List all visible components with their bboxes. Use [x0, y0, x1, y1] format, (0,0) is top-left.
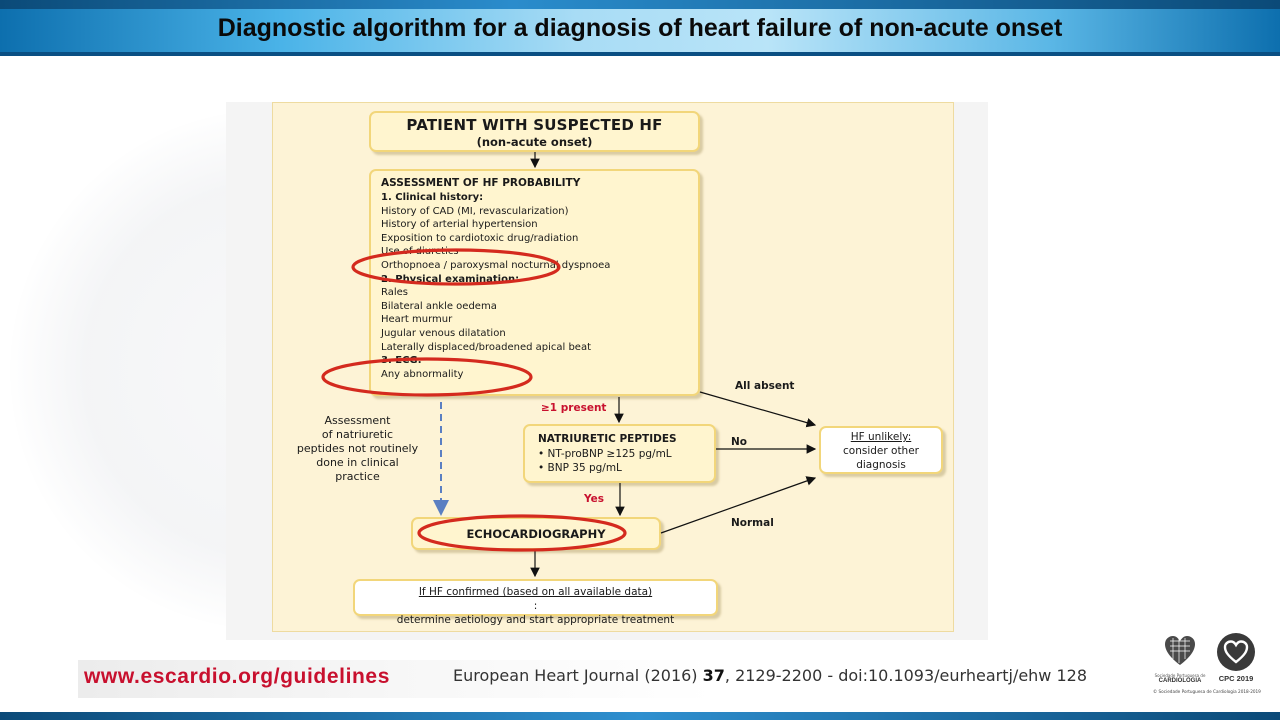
edge-label-no: No [731, 436, 748, 448]
hf-unlikely-heading: HF unlikely: [850, 431, 912, 443]
citation-suffix: , 2129-2200 - doi:10.1093/eurheartj/ehw … [724, 666, 1088, 685]
physical-exam-item: Rales [381, 287, 408, 299]
bottom-strip [0, 712, 1280, 720]
side-note-line: Assessment [324, 414, 391, 427]
edge-label-all-absent: All absent [735, 380, 795, 392]
physical-exam-item: Heart murmur [381, 314, 453, 326]
hf-confirmed-condition: If HF confirmed (based on all available … [418, 586, 653, 598]
side-note-line: of natriuretic [321, 428, 394, 441]
edge-label-normal: Normal [731, 517, 774, 529]
natriuretic-title: NATRIURETIC PEPTIDES [538, 433, 677, 445]
hf-confirmed-line1: If HF confirmed (based on all available … [355, 585, 716, 613]
title-band-stripe [0, 0, 1280, 9]
journal-citation: European Heart Journal (2016) 37, 2129-2… [453, 666, 1087, 685]
assessment-title: ASSESSMENT OF HF PROBABILITY [381, 177, 581, 189]
side-note: Assessment of natriuretic peptides not r… [285, 414, 430, 484]
side-note-line: done in clinical [316, 456, 399, 469]
side-note-line: practice [335, 470, 380, 483]
physical-exam-item: Laterally displaced/broadened apical bea… [381, 341, 592, 353]
physical-exam-item: Jugular venous dilatation [381, 327, 506, 339]
heart-grid-icon [1165, 636, 1195, 665]
clinical-history-item: History of arterial hypertension [381, 219, 538, 231]
clinical-history-item: Use of diuretics [381, 246, 459, 258]
clinical-history-item: History of CAD (MI, revascularization) [381, 205, 569, 217]
spc-logo-name: CARDIOLOGIA [1158, 678, 1202, 684]
hf-unlikely-text: diagnosis [856, 459, 906, 471]
citation-volume: 37 [702, 666, 725, 685]
physical-exam-heading: 2. Physical examination: [381, 273, 520, 285]
copyright-footnote: © Sociedade Portuguesa de Cardiologia 20… [1153, 689, 1261, 694]
hf-unlikely-text: consider other [843, 445, 919, 457]
natriuretic-item: • NT-proBNP ≥125 pg/mL [538, 448, 672, 460]
cpc-logo-name: CPC 2019 [1218, 674, 1254, 683]
natriuretic-item: • BNP 35 pg/mL [538, 462, 622, 474]
physical-exam-item: Bilateral ankle oedema [381, 300, 497, 312]
cpc-heart-icon [1217, 633, 1255, 671]
clinical-history-item: Exposition to cardiotoxic drug/radiation [381, 232, 579, 244]
ecg-heading: 3. ECG: [381, 355, 422, 367]
patient-subtitle: (non-acute onset) [476, 135, 593, 149]
title-band: Diagnostic algorithm for a diagnosis of … [0, 0, 1280, 56]
natriuretic-peptides-box: NATRIURETIC PEPTIDES • NT-proBNP ≥125 pg… [523, 424, 716, 483]
patient-box: PATIENT WITH SUSPECTED HF (non-acute ons… [369, 111, 700, 152]
spc-logo: Sociedade Portuguesa de CARDIOLOGIA [1150, 633, 1210, 695]
hf-confirmed-line2: determine aetiology and start appropriat… [396, 614, 675, 626]
hf-confirmed-box: If HF confirmed (based on all available … [353, 579, 718, 626]
edge-label-yes: Yes [584, 493, 605, 505]
hf-confirmed-colon: : [533, 600, 538, 612]
echocardiography-box: ECHOCARDIOGRAPHY [411, 517, 661, 550]
slide-title: Diagnostic algorithm for a diagnosis of … [217, 14, 1063, 42]
citation-prefix: European Heart Journal (2016) [453, 666, 703, 685]
side-note-line: peptides not routinely [296, 442, 419, 455]
clinical-history-heading: 1. Clinical history: [381, 192, 484, 203]
spc-logo-small: Sociedade Portuguesa de [1154, 673, 1206, 678]
clinical-history-item: Orthopnoea / paroxysmal nocturnal dyspno… [381, 259, 611, 271]
assessment-box: ASSESSMENT OF HF PROBABILITY 1. Clinical… [369, 169, 700, 396]
ecg-item: Any abnormality [381, 368, 464, 380]
echocardiography-title: ECHOCARDIOGRAPHY [466, 527, 606, 541]
cpc-logo: CPC 2019 [1212, 633, 1260, 695]
patient-title: PATIENT WITH SUSPECTED HF [406, 116, 663, 134]
hf-unlikely-box: HF unlikely: consider other diagnosis [819, 426, 943, 474]
edge-label-present: ≥1 present [541, 402, 607, 414]
footer-bar [78, 660, 1140, 698]
guidelines-url[interactable]: www.escardio.org/guidelines [84, 665, 390, 688]
